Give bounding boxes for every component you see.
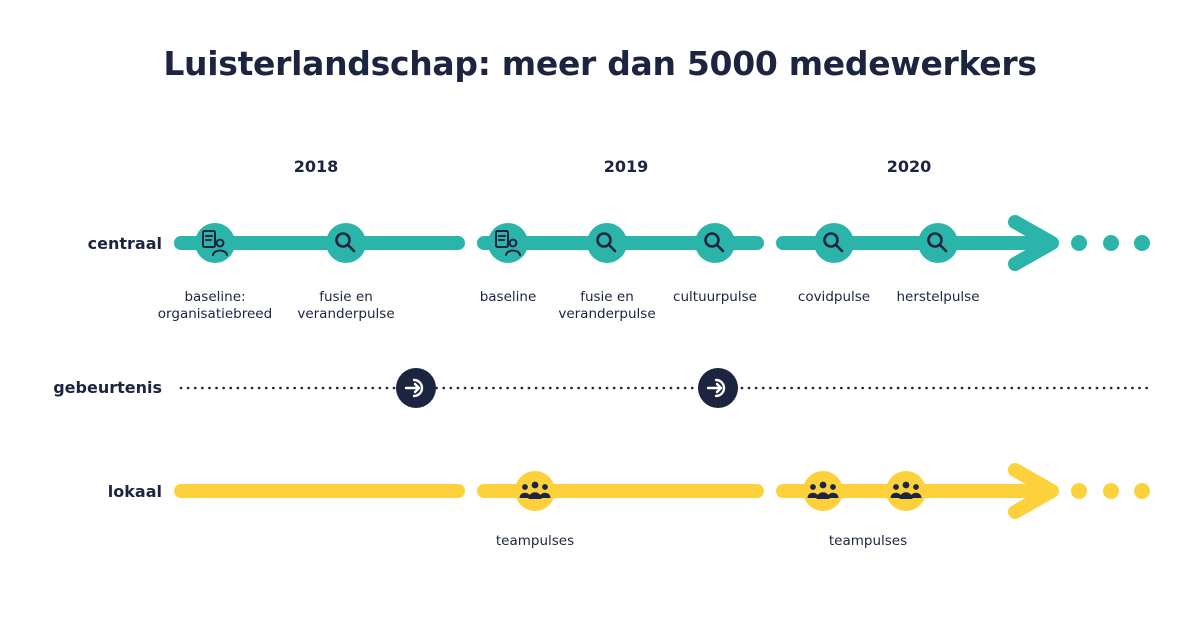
- centraal-node-label: herstelpulse: [896, 289, 979, 305]
- lokaal-node-teampulses-2019[interactable]: teampulses: [496, 471, 574, 549]
- lokaal-node-label: teampulses: [496, 533, 574, 549]
- year-label-2019: 2019: [604, 157, 649, 176]
- centraal-node-covidpulse[interactable]: covidpulse: [798, 223, 870, 305]
- team-icon: [890, 481, 922, 499]
- magnifier-icon: [704, 232, 725, 253]
- enter-arrow-icon: [404, 378, 424, 398]
- lokaal-continuation-dots: [1071, 483, 1150, 499]
- continuation-dot: [1103, 483, 1119, 499]
- survey-person-icon: [495, 230, 521, 256]
- gebeurtenis-node-2019[interactable]: [698, 368, 738, 408]
- centraal-node-fusie-2019[interactable]: fusie en veranderpulse: [558, 223, 656, 322]
- centraal-node-label: cultuurpulse: [673, 289, 757, 305]
- magnifier-icon: [335, 232, 356, 253]
- lokaal-arrowhead: [1008, 463, 1059, 519]
- team-icon: [807, 481, 839, 499]
- continuation-dot: [1103, 235, 1119, 251]
- magnifier-icon: [927, 232, 948, 253]
- continuation-dot: [1134, 235, 1150, 251]
- gebeurtenis-node-2018[interactable]: [396, 368, 436, 408]
- centraal-node-baseline-2019[interactable]: baseline: [480, 223, 537, 305]
- centraal-node-label: baseline:: [184, 289, 245, 305]
- survey-person-icon: [202, 230, 228, 256]
- lokaal-node-2020-b[interactable]: [886, 471, 926, 511]
- year-label-2020: 2020: [887, 157, 932, 176]
- centraal-node-baseline-organisatiebreed[interactable]: baseline: organisatiebreed: [158, 223, 272, 322]
- lane-label-lokaal: lokaal: [108, 482, 162, 501]
- year-label-2018: 2018: [294, 157, 339, 176]
- page-title: Luisterlandschap: meer dan 5000 medewerk…: [163, 44, 1037, 83]
- centraal-node-label: baseline: [480, 289, 537, 305]
- centraal-node-label: veranderpulse: [297, 306, 394, 322]
- lokaal-node-2020-a[interactable]: [803, 471, 843, 511]
- centraal-node-label: fusie en: [580, 289, 634, 305]
- centraal-continuation-dots: [1071, 235, 1150, 251]
- centraal-node-label: covidpulse: [798, 289, 870, 305]
- continuation-dot: [1071, 483, 1087, 499]
- enter-arrow-icon: [706, 378, 726, 398]
- centraal-node-label: organisatiebreed: [158, 306, 272, 322]
- continuation-dot: [1071, 235, 1087, 251]
- centraal-arrowhead: [1008, 215, 1059, 271]
- continuation-dot: [1134, 483, 1150, 499]
- centraal-node-herstelpulse[interactable]: herstelpulse: [896, 223, 980, 305]
- team-icon: [519, 481, 551, 499]
- centraal-node-label: veranderpulse: [558, 306, 655, 322]
- centraal-node-fusie-2018[interactable]: fusie en veranderpulse: [297, 223, 395, 322]
- lane-label-gebeurtenis: gebeurtenis: [53, 378, 162, 397]
- magnifier-icon: [823, 232, 844, 253]
- lokaal-node-label: teampulses: [829, 533, 907, 549]
- magnifier-icon: [596, 232, 617, 253]
- centraal-node-label: fusie en: [319, 289, 373, 305]
- centraal-node-cultuurpulse[interactable]: cultuurpulse: [673, 223, 757, 305]
- lane-label-centraal: centraal: [88, 234, 162, 253]
